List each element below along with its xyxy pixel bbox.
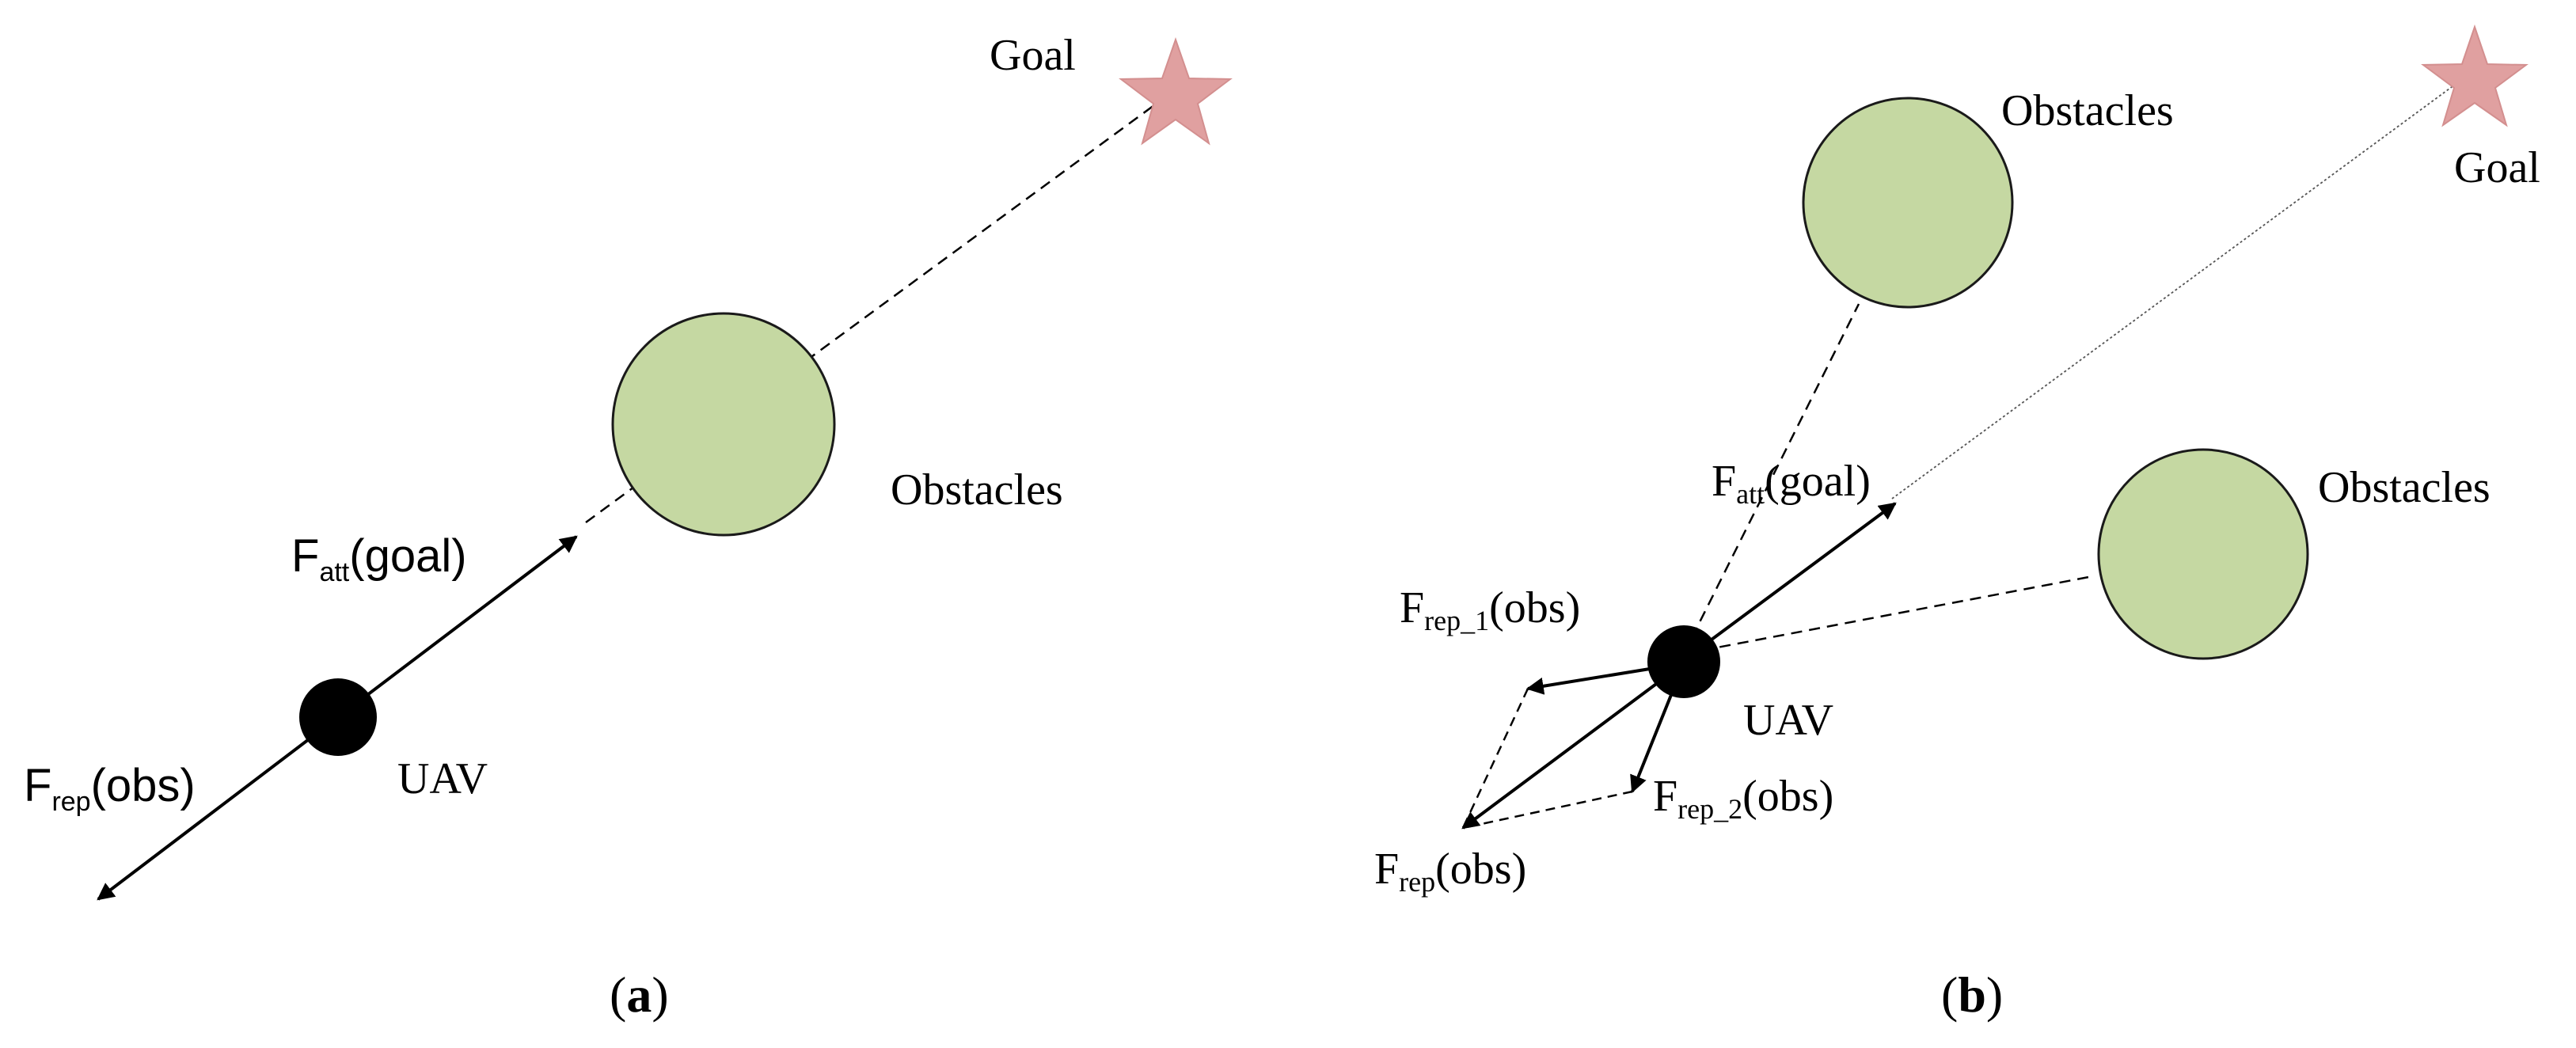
panel-b-uav-label: UAV bbox=[1743, 696, 1833, 745]
panel-a-goal-star-icon bbox=[1119, 36, 1233, 146]
panel-a-goal-label: Goal bbox=[990, 31, 1076, 80]
panel-b: Obstacles Goal Obstacles UAV Fatt(goal) … bbox=[1374, 24, 2540, 1023]
panel-b-uav bbox=[1647, 625, 1720, 698]
panel-a-uav-label: UAV bbox=[397, 754, 488, 803]
panel-a-obstacle-label: Obstacles bbox=[891, 465, 1063, 515]
force-argument: (obs) bbox=[1435, 845, 1526, 894]
panel-b-parallelogram-side-2 bbox=[1462, 790, 1633, 830]
force-symbol: F bbox=[1712, 457, 1736, 506]
panel-a-attractive-force-label: Fatt(goal) bbox=[291, 530, 467, 587]
panel-b-repulsive-force-total-arrow bbox=[1461, 662, 1685, 830]
force-argument: (goal) bbox=[349, 530, 466, 582]
force-subscript: att bbox=[319, 557, 349, 587]
force-argument: (obs) bbox=[91, 760, 196, 811]
panel-a-caption: (a) bbox=[610, 966, 669, 1023]
panel-b-repulsive-force-total-label: Frep(obs) bbox=[1374, 845, 1526, 898]
force-argument: (goal) bbox=[1765, 457, 1871, 506]
panel-b-dotted-line-to-goal bbox=[1891, 70, 2474, 499]
force-symbol: F bbox=[1400, 583, 1424, 632]
panel-a-caption-letter: a bbox=[626, 966, 652, 1023]
panel-b-obstacle-2-label: Obstacles bbox=[2318, 463, 2491, 512]
panel-a-attractive-force-arrow bbox=[336, 535, 578, 719]
force-argument: (obs) bbox=[1489, 583, 1580, 632]
panel-b-repulsive-force-1-label: Frep_1(obs) bbox=[1400, 583, 1580, 636]
force-subscript: rep_1 bbox=[1424, 605, 1489, 636]
force-symbol: F bbox=[24, 760, 51, 811]
panel-b-obstacle-1 bbox=[1802, 97, 2014, 309]
panel-b-goal-label: Goal bbox=[2454, 143, 2540, 192]
force-argument: (obs) bbox=[1742, 772, 1833, 821]
force-subscript: rep bbox=[51, 787, 90, 817]
force-subscript: rep bbox=[1399, 866, 1435, 898]
force-symbol: F bbox=[291, 530, 319, 582]
panel-b-goal-star-icon bbox=[2421, 24, 2529, 127]
panel-b-dashed-line-to-obstacle-1 bbox=[1682, 303, 1860, 655]
panel-b-obstacle-1-label: Obstacles bbox=[2001, 86, 2174, 135]
panel-b-attractive-force-arrow bbox=[1682, 502, 1897, 662]
force-symbol: F bbox=[1374, 845, 1399, 894]
panel-b-attractive-force-label: Fatt(goal) bbox=[1712, 457, 1871, 510]
panel-b-repulsive-force-2-label: Frep_2(obs) bbox=[1653, 772, 1833, 825]
panel-b-obstacle-2 bbox=[2097, 448, 2309, 660]
panel-b-parallelogram-side-1 bbox=[1461, 688, 1529, 829]
panel-a-repulsive-force-label: Frep(obs) bbox=[24, 760, 196, 817]
panel-a-uav bbox=[299, 678, 377, 756]
panel-a-obstacle bbox=[611, 312, 836, 537]
panel-b-caption: (b) bbox=[1941, 966, 2003, 1023]
panel-b-caption-letter: b bbox=[1958, 966, 1986, 1023]
force-subscript: rep_2 bbox=[1677, 793, 1742, 825]
panel-a-repulsive-force-arrow bbox=[97, 716, 340, 901]
panel-b-dashed-line-to-obstacle-2 bbox=[1683, 575, 2094, 655]
force-subscript: att bbox=[1736, 478, 1765, 510]
force-symbol: F bbox=[1653, 772, 1677, 821]
panel-a: Goal Obstacles UAV Fatt(goal) Frep(obs) … bbox=[24, 31, 1233, 1023]
